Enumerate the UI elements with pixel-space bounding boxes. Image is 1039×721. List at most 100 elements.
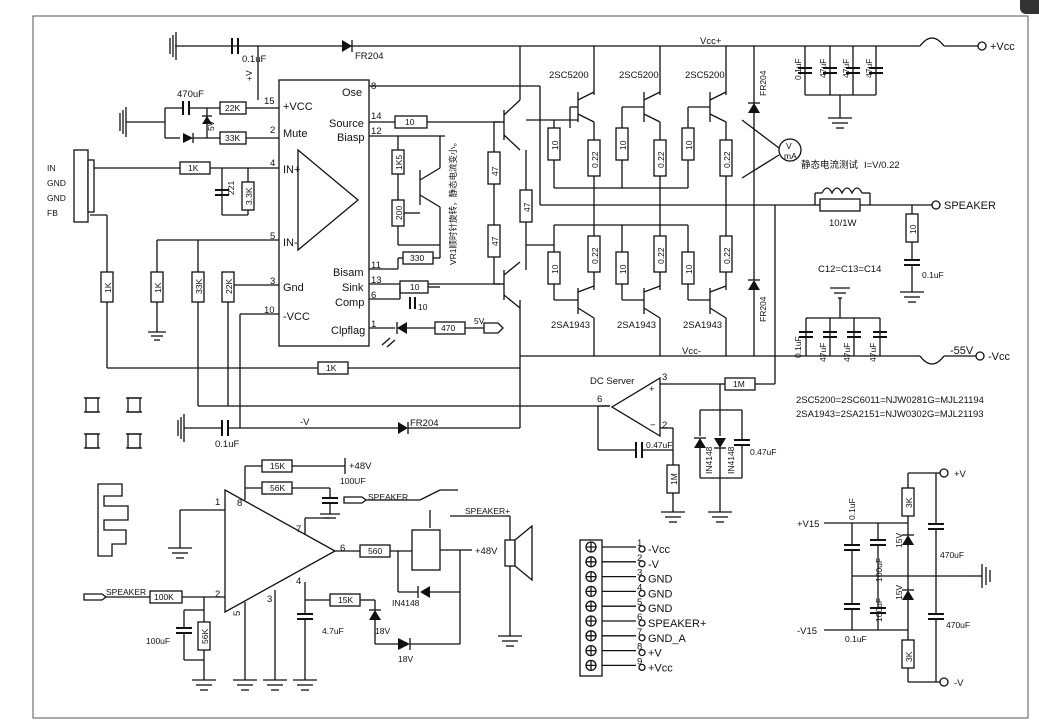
psu-section: +V15 -V15 0.1uF 0.1uF 100uF 100uF 3K 15V… [797, 468, 991, 689]
ic1-pin-source: Source [329, 118, 364, 130]
meter-formula: I=V/0.22 [864, 160, 900, 171]
transistor-icon [84, 433, 100, 449]
psu-3k-b: 3K [904, 651, 914, 662]
zener-18v-b: 18V [398, 654, 413, 664]
npn1-label: 2SC5200 [549, 70, 589, 81]
relay-speaker-plus-label: SPEAKER+ [465, 506, 510, 516]
terminal-node [638, 604, 646, 612]
ic1-pin-vcc: +VCC [283, 101, 313, 113]
output-filter: 10/1W SPEAKER 10 0.1uF [810, 187, 996, 303]
driver-stage: 47 47 47 [487, 46, 541, 309]
meter-note: 静态电流测试 [801, 159, 859, 171]
psu-c470a: 470uF [940, 550, 964, 560]
pin-12: 12 [371, 126, 382, 137]
scrollbar-thumb[interactable] [1020, 0, 1039, 14]
input-connector: IN GND GND FB [47, 149, 95, 223]
pnp1-label: 2SA1943 [551, 320, 590, 331]
c100b-label: 100uF [146, 636, 170, 646]
r10-p2: 10 [618, 264, 628, 274]
bot-c47a: 47uF [818, 343, 828, 362]
output-stage: 2SC5200 2SC5200 2SC5200 2SA1943 2SA1943 … [520, 46, 920, 357]
transistor-icon [126, 433, 142, 449]
speaker-in-label: SPEAKER [106, 587, 146, 597]
ic1-pin-in-plus: IN+ [283, 164, 300, 176]
terminal-screw-slot [586, 542, 596, 552]
r022-n3: 0.22 [722, 151, 732, 168]
ic1-pin-sink: Sink [342, 282, 364, 294]
r560-label: 560 [368, 546, 382, 556]
r1k-in-label: 1K [188, 163, 199, 173]
meter-v: V [786, 141, 792, 151]
plus-48v-label: +48V [349, 461, 372, 472]
ic1-amplifier: +VCC Mute IN+ IN- Gnd -VCC Ose Source Bi… [264, 79, 382, 347]
out-plus-vcc: +Vcc [990, 41, 1015, 53]
conn-gnd2: GND [47, 193, 66, 203]
r47-c-label: 47 [490, 166, 500, 176]
psu-minus-v: -V [954, 678, 964, 689]
top-c47a: 47uF [818, 59, 828, 78]
c047a-label: 0.47uF [646, 440, 672, 450]
ic1-pin-bisam: Bisam [333, 267, 364, 279]
plus-v-label: +V [244, 70, 254, 81]
npn2-label: 2SC5200 [619, 70, 659, 81]
r22k-label: 22K [225, 103, 240, 113]
pin-2: 2 [270, 125, 275, 136]
r022-p2: 0.22 [656, 247, 666, 264]
in4148-c-label: IN4148 [392, 598, 420, 608]
amp2-pin1: 1 [215, 497, 220, 508]
psu-c01a: 0.1uF [847, 498, 857, 520]
r10-n2: 10 [618, 140, 628, 150]
terminal-number: 7 [637, 627, 642, 638]
minus-v-rail: 0.1uF -V FR204 [177, 300, 521, 450]
r15k-label: 15K [270, 461, 285, 471]
amp2-pin4: 4 [296, 576, 301, 587]
amp2-pin7: 7 [296, 524, 301, 535]
terminal-screw-slot [586, 616, 596, 626]
r1k5-label: 1K5 [394, 155, 404, 170]
bot-c01-label: 0.1uF [793, 336, 803, 358]
r022-n2: 0.22 [656, 151, 666, 168]
d-top-label: FR204 [355, 51, 384, 62]
terminal-number: 6 [637, 612, 642, 623]
r56k-label: 56K [270, 483, 285, 493]
servo-plus: + [649, 384, 655, 395]
terminal-number: 5 [637, 597, 642, 608]
terminal-label: +V [648, 648, 662, 660]
terminal-node [638, 574, 646, 583]
ic1-pin-in-minus: IN- [283, 237, 298, 249]
r33k-b-label: 33K [194, 279, 204, 294]
c-top-label: 0.1uF [242, 54, 266, 65]
conn-fb: FB [47, 208, 58, 218]
pin-1: 1 [371, 319, 376, 330]
out-minus-vcc: -Vcc [988, 351, 1011, 363]
amp2-pin6: 6 [340, 543, 345, 554]
r022-p3: 0.22 [722, 247, 732, 264]
pin-3: 3 [270, 276, 275, 287]
pin-14: 14 [371, 111, 382, 122]
r330-label: 330 [410, 253, 424, 263]
relay-speaker-label: SPEAKER [368, 492, 408, 502]
psu-c100b: 100uF [874, 598, 884, 622]
c4-7uf-label: 4.7uF [322, 626, 344, 636]
servo-pin6: 6 [597, 394, 602, 405]
r1k-b-label: 1K [153, 282, 163, 293]
bottom-cap-bank: C12=C13=C14 0.1uF 47uF 47uF 47uF -55V -V… [793, 264, 1011, 365]
terminal-node [638, 560, 646, 568]
amp2-pin2: 2 [215, 589, 220, 600]
servo-pin2: 2 [662, 420, 667, 431]
bias-network: 10 1K5 200 330 10 10 VR1顺时针旋转，静态电流变小。 [369, 85, 540, 348]
terminal-screw-slot [586, 601, 596, 612]
led-5v-label: 5V [474, 316, 485, 326]
terminal-node [638, 648, 646, 657]
r10-p3: 10 [684, 264, 694, 274]
ic1-pin-clpflag: Clpflag [331, 325, 365, 337]
top-rail: 0.1uF FR204 Vcc+ +Vcc +V [169, 32, 1015, 100]
terminal-node [638, 619, 646, 627]
r022-n1: 0.22 [590, 151, 600, 168]
in4148-a-label: IN4148 [704, 446, 714, 474]
terminal-screw-slot [586, 571, 596, 582]
terminal-number: 3 [637, 568, 642, 579]
protection-circuit: 8 1 2 7 6 4 3 5 15K +48V 56K 100UF 560 S… [83, 458, 533, 691]
r1m-a-label: 1M [733, 379, 745, 389]
ic1-pin-mute: Mute [283, 128, 307, 140]
